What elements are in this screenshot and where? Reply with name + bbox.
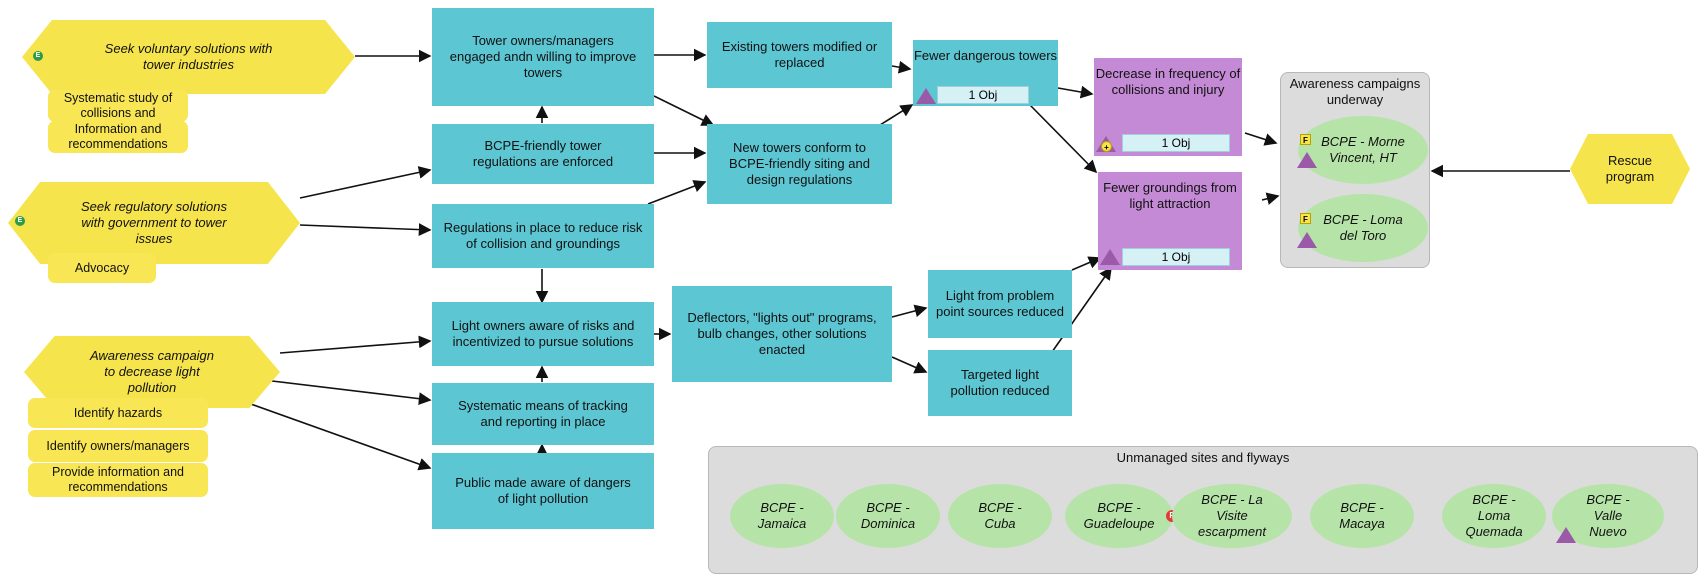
awareness-group-title: Awareness campaigns underway — [1289, 76, 1421, 107]
arrow-targeted-to-groundings — [1051, 266, 1112, 353]
strategy-regulatory[interactable]: Seek regulatory solutions with governmen… — [8, 182, 300, 264]
threat-fewer-groundings-label: Fewer groundings from light attraction — [1103, 180, 1237, 211]
result-tracking[interactable]: Systematic means of tracking and reporti… — [432, 383, 654, 445]
target-triangle-icon — [916, 88, 936, 104]
site-cuba[interactable]: BCPE - Cuba — [948, 484, 1052, 548]
f-badge-icon: F — [1300, 213, 1311, 224]
arrow-groundings-to-awareness — [1261, 192, 1280, 205]
activity-provide-info[interactable]: Provide information and recommendations — [28, 463, 208, 497]
strategy-rescue[interactable]: Rescue program — [1570, 134, 1690, 204]
activity-info-recs[interactable]: Information and recommendations — [48, 121, 188, 153]
result-deflectors[interactable]: Deflectors, "lights out" programs, bulb … — [672, 286, 892, 382]
result-tower-owners-label: Tower owners/managers engaged andn willi… — [449, 33, 637, 80]
result-existing-towers[interactable]: Existing towers modified or replaced — [707, 22, 892, 88]
arrow-awareness-to-light-owners — [279, 335, 432, 354]
activity-systematic-study[interactable]: Systematic study of collisions and — [48, 90, 188, 122]
strategy-voluntary-label: Seek voluntary solutions with tower indu… — [104, 41, 273, 72]
result-light-reduced-label: Light from problem point sources reduced — [936, 288, 1064, 319]
arrow-deflectors-to-targeted — [891, 356, 928, 374]
result-public-aware-label: Public made aware of dangers of light po… — [455, 475, 631, 506]
strategy-rescue-label: Rescue program — [1605, 153, 1655, 184]
result-bcpe-regs-label: BCPE-friendly tower regulations are enfo… — [472, 138, 614, 169]
activity-identify-hazards[interactable]: Identify hazards — [28, 398, 208, 428]
activity-advocacy[interactable]: Advocacy — [48, 253, 156, 283]
site-la-visite[interactable]: BCPE - La Visite escarpment — [1172, 484, 1292, 548]
unmanaged-group-title: Unmanaged sites and flyways — [1116, 450, 1290, 465]
result-fewer-towers-label: Fewer dangerous towers — [913, 48, 1058, 63]
site-dominica[interactable]: BCPE - Dominica — [836, 484, 940, 548]
arrow-fewer-to-groundings — [1029, 104, 1098, 174]
strategy-awareness-label: Awareness campaign to decrease light pol… — [89, 348, 215, 395]
strategy-regulatory-label: Seek regulatory solutions with governmen… — [81, 199, 227, 246]
site-loma-del-toro[interactable]: BCPE - Loma del Toro — [1298, 194, 1428, 262]
e-badge-icon: E — [15, 216, 25, 226]
arrow-existing-to-fewer — [891, 60, 912, 74]
arrow-new-to-fewer — [879, 104, 914, 126]
arrow-awareness-to-tracking — [271, 380, 432, 406]
result-bcpe-regs[interactable]: BCPE-friendly tower regulations are enfo… — [432, 124, 654, 184]
fewer-towers-obj[interactable]: 1 Obj — [937, 86, 1029, 104]
f-badge-icon: F — [1300, 134, 1311, 145]
site-morne-vincent[interactable]: BCPE - Morne Vincent, HT — [1298, 116, 1428, 184]
arrow-light-reduced-to-groundings — [1071, 256, 1102, 271]
result-regs-in-place[interactable]: Regulations in place to reduce risk of c… — [432, 204, 654, 268]
target-triangle-icon — [1297, 152, 1317, 168]
arrow-fewer-to-decrease — [1057, 85, 1094, 99]
result-public-aware[interactable]: Public made aware of dangers of light po… — [432, 453, 654, 529]
result-light-owners-label: Light owners aware of risks and incentiv… — [451, 318, 635, 349]
decrease-collisions-obj[interactable]: 1 Obj — [1122, 134, 1230, 152]
result-regs-in-place-label: Regulations in place to reduce risk of c… — [443, 220, 643, 251]
site-macaya[interactable]: BCPE - Macaya — [1310, 484, 1414, 548]
target-triangle-icon — [1556, 527, 1576, 543]
plus-badge-icon: + — [1101, 141, 1112, 152]
arrow-deflectors-to-light-reduced — [891, 304, 928, 318]
target-triangle-icon — [1100, 249, 1120, 265]
arrow-owners-to-new — [653, 95, 715, 126]
arrow-regulatory-to-regs — [299, 223, 432, 236]
activity-identify-owners[interactable]: Identify owners/managers — [28, 430, 208, 462]
e-badge-icon: E — [33, 51, 43, 61]
strategy-voluntary[interactable]: Seek voluntary solutions with tower indu… — [22, 20, 355, 94]
site-guadeloupe[interactable]: BCPE - Guadeloupe — [1065, 484, 1173, 548]
result-new-towers[interactable]: New towers conform to BCPE-friendly siti… — [707, 124, 892, 204]
result-tower-owners[interactable]: Tower owners/managers engaged andn willi… — [432, 8, 654, 106]
result-light-reduced[interactable]: Light from problem point sources reduced — [928, 270, 1072, 338]
threat-decrease-collisions[interactable]: Decrease in frequency of collisions and … — [1094, 58, 1242, 156]
site-jamaica[interactable]: BCPE - Jamaica — [730, 484, 834, 548]
result-targeted-light[interactable]: Targeted light pollution reduced — [928, 350, 1072, 416]
fewer-groundings-obj[interactable]: 1 Obj — [1122, 248, 1230, 266]
arrow-regs-to-new — [647, 180, 707, 205]
result-targeted-light-label: Targeted light pollution reduced — [950, 367, 1050, 398]
result-light-owners[interactable]: Light owners aware of risks and incentiv… — [432, 302, 654, 366]
arrow-awareness-to-public — [233, 397, 432, 471]
result-existing-towers-label: Existing towers modified or replaced — [721, 39, 878, 70]
result-deflectors-label: Deflectors, "lights out" programs, bulb … — [687, 310, 877, 357]
threat-decrease-collisions-label: Decrease in frequency of collisions and … — [1095, 66, 1241, 97]
result-new-towers-label: New towers conform to BCPE-friendly siti… — [729, 140, 870, 187]
arrow-regulatory-to-bcpe — [299, 166, 432, 199]
strategy-awareness[interactable]: Awareness campaign to decrease light pol… — [24, 336, 280, 408]
site-loma-quemada[interactable]: BCPE - Loma Quemada — [1442, 484, 1546, 548]
result-tracking-label: Systematic means of tracking and reporti… — [458, 398, 628, 429]
target-triangle-icon — [1297, 232, 1317, 248]
arrow-decrease-to-awareness — [1244, 132, 1278, 146]
